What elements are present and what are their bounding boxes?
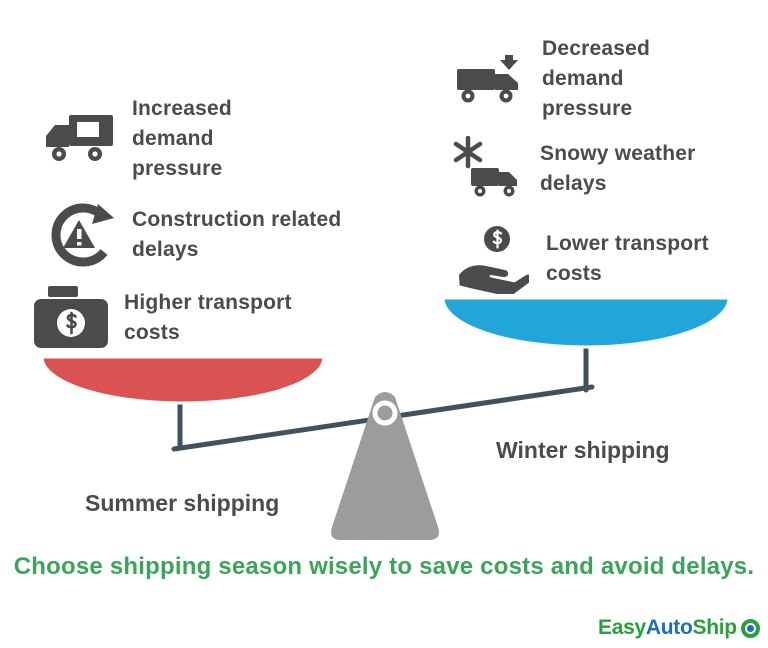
summer-item-delays: Construction related delays — [38, 196, 341, 274]
tagline-text: Choose shipping season wisely to save co… — [13, 553, 755, 580]
truck-icon — [38, 113, 120, 165]
snowflake-truck-icon — [446, 136, 528, 202]
winter-pan — [441, 296, 731, 349]
construction-delay-icon — [38, 196, 120, 274]
factor-line: Snowy weather — [540, 142, 696, 165]
pivot-ring-icon — [372, 400, 398, 426]
winter-item-delays: Snowy weather delays — [446, 136, 695, 202]
winter-item-costs: Lower transport costs — [452, 224, 709, 294]
summer-pan — [40, 355, 326, 405]
logo-part-easy: Easy — [598, 616, 646, 639]
factor-line: Decreased — [542, 37, 651, 60]
winter-item-demand: Decreased demand pressure — [448, 34, 650, 124]
hand-coin-icon — [452, 224, 534, 294]
summer-label: Summer shipping — [85, 490, 280, 516]
factor-line: delays — [540, 172, 607, 195]
factor-line: pressure — [542, 97, 633, 120]
factor-line: demand — [132, 127, 214, 150]
summer-item-demand: Increased demand pressure — [38, 94, 232, 184]
factor-line: Higher transport — [124, 291, 292, 314]
winter-label: Winter shipping — [496, 437, 670, 463]
factor-line: delays — [132, 238, 199, 261]
factor-line: demand — [542, 67, 624, 90]
factor-line: costs — [546, 262, 602, 285]
money-icon — [30, 286, 112, 350]
logo-ring-icon — [740, 618, 760, 638]
factor-line: Increased — [132, 97, 232, 120]
truck-down-arrow-icon — [448, 55, 530, 103]
factor-line: Lower transport — [546, 232, 709, 255]
summer-item-costs: Higher transport costs — [30, 286, 292, 350]
factor-line: Construction related — [132, 208, 342, 231]
logo-part-ship: Ship — [692, 616, 737, 639]
factor-line: costs — [124, 321, 180, 344]
fulcrum — [331, 392, 439, 540]
factor-line: pressure — [132, 157, 223, 180]
logo-part-auto: Auto — [645, 616, 693, 639]
